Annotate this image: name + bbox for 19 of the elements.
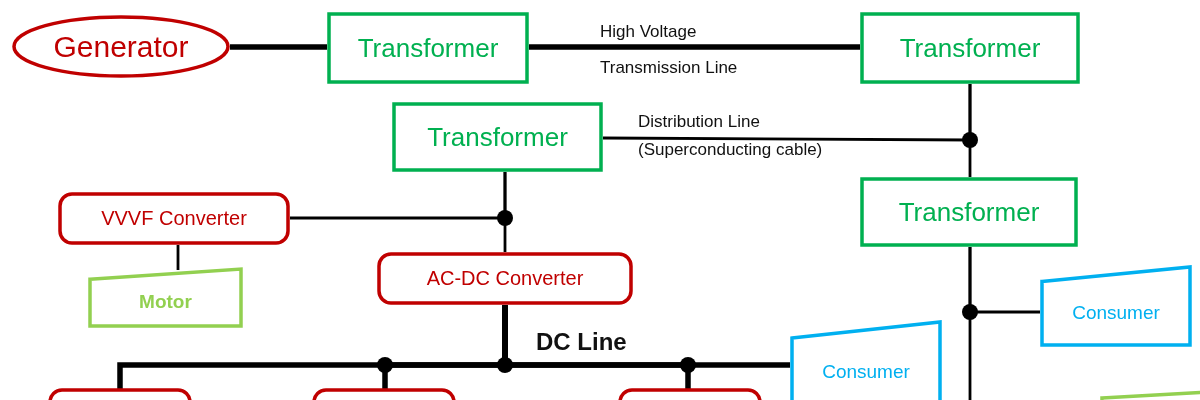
node-label: Consumer	[822, 361, 910, 384]
edge-label: High Voltage Transmission Line	[600, 21, 739, 79]
node-label: Motor	[139, 291, 192, 314]
node-label: Transformer	[899, 32, 1041, 64]
node-label: Transformer	[427, 121, 568, 153]
node-label: Transformer	[357, 32, 499, 64]
node-label: VVVF Converter	[101, 207, 247, 230]
connector-line	[529, 44, 860, 50]
connector-line	[176, 245, 180, 270]
connector-line	[503, 172, 507, 252]
connector-line	[603, 84, 972, 142]
edge-label: Distribution Line (Superconducting cable)	[638, 111, 824, 161]
node-label: Generator	[53, 29, 189, 64]
node-label: Consumer	[1072, 301, 1160, 324]
edge-label: DC Line	[536, 330, 627, 354]
node-label: AC-DC Converter	[426, 267, 584, 290]
connector-line	[230, 44, 327, 50]
node-label: Transformer	[898, 196, 1040, 228]
connector-line	[968, 247, 972, 400]
